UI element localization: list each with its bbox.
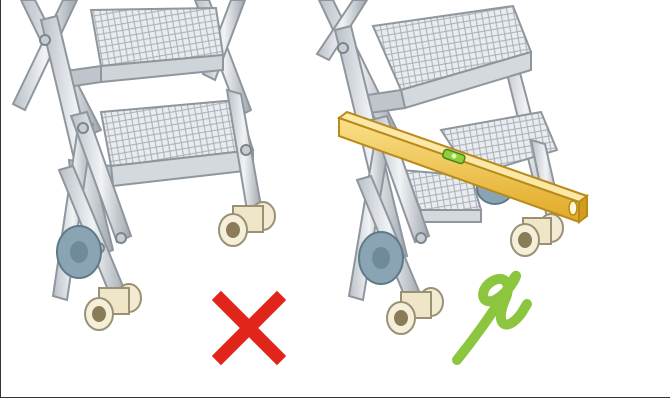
check-icon [457, 276, 527, 360]
roller-right-front [387, 288, 443, 334]
level-hang-hole [569, 201, 577, 215]
step-upper-right [361, 6, 531, 114]
roller-left-back [219, 202, 275, 246]
roller-left-front [85, 284, 141, 330]
step-upper-left [59, 8, 223, 88]
roller-right-back [511, 214, 563, 256]
cross-icon [221, 300, 277, 356]
ladder-left [13, 0, 275, 330]
